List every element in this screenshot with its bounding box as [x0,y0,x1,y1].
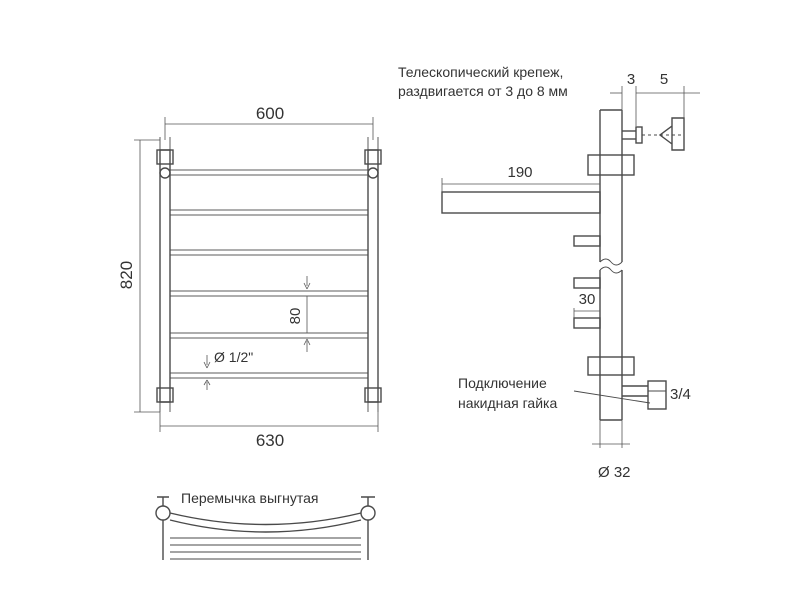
diameter-label: Ø 32 [598,464,631,481]
side-view: Телескопический крепеж, раздвигается от … [398,64,700,481]
left-riser [159,149,171,403]
bottom-mount-clamp [587,356,635,376]
curved-bridge [169,512,362,526]
pipe-diameter-label: Ø 1/2" [214,349,253,365]
rung [169,209,369,216]
rungs [169,169,369,379]
right-bottom-fitting [364,387,382,403]
width-bottom-label: 630 [256,431,284,450]
rung [169,290,369,297]
gap-extra-label: 5 [660,71,668,88]
rung-stub [573,235,601,247]
connection-line1: Подключение [458,375,547,391]
height-label: 820 [117,261,136,289]
connection-line2: накидная гайка [458,395,557,411]
rung-stub [573,277,601,289]
right-top-fitting [364,149,382,165]
top-mount-clamp [587,154,635,176]
left-bottom-fitting [156,387,174,403]
mount-note-line2: раздвигается от 3 до 8 мм [398,83,568,99]
gap-min-label: 3 [627,71,635,88]
rung [169,169,369,176]
front-view: 600 630 820 80 Ø 1/2" [117,104,382,450]
top-view: Перемычка выгнутая [155,490,376,560]
spacer-label: 30 [579,291,596,308]
right-top-joint [367,167,379,179]
rung [169,332,369,339]
left-top-joint [159,167,171,179]
mount-note-line1: Телескопический крепеж, [398,64,563,80]
width-top-label: 600 [256,104,284,123]
left-top-fitting [156,149,174,165]
thread-label: 3/4 [670,386,691,403]
top-bar [441,191,601,214]
top-view-caption: Перемычка выгнутая [181,490,318,506]
rung [169,249,369,256]
rung-stub [573,317,601,329]
rung-spacing-label: 80 [287,308,304,325]
wall-plug [658,117,685,151]
connection-nut [647,380,667,410]
right-riser [367,149,379,403]
rung [169,372,369,379]
depth-label: 190 [507,164,532,181]
